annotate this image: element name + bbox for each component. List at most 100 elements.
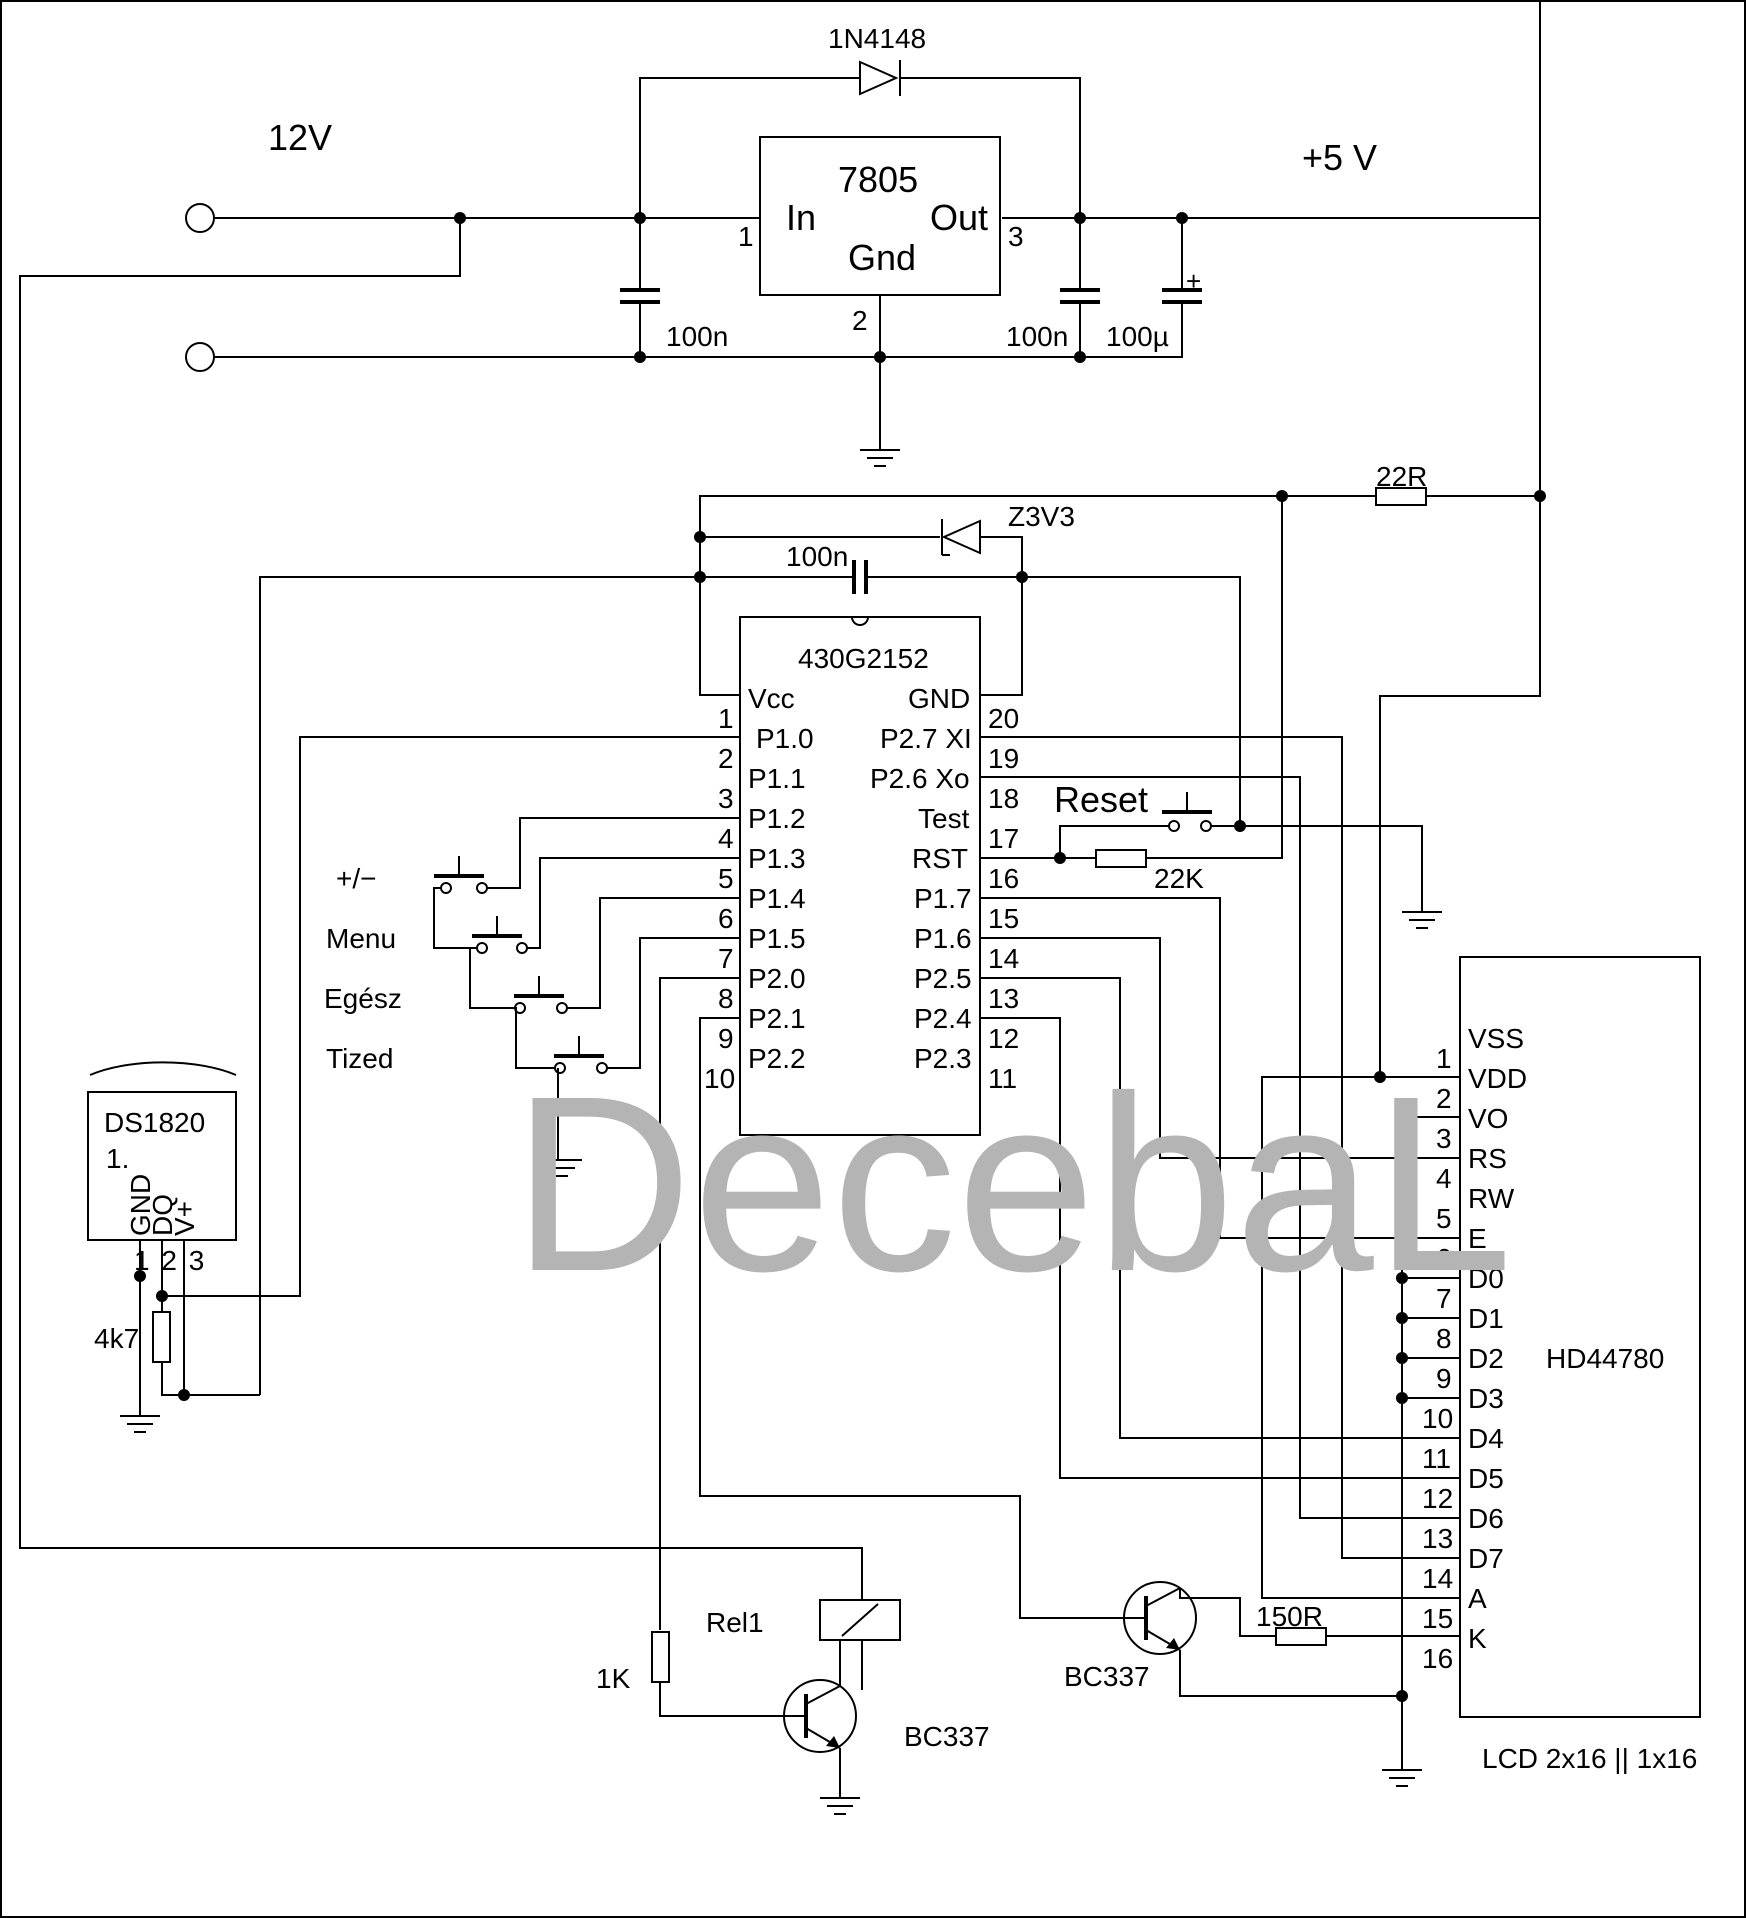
lcd-pin-number: 5 (1436, 1203, 1452, 1234)
lcd-pin-number: 16 (1422, 1643, 1453, 1674)
mcu-pin-number: 19 (988, 743, 1019, 774)
lcd-pin-names: VSS VDD VO RS RW E D0 D1 D2 D3 D4 D5 D6 … (1468, 1023, 1527, 1654)
mcu-right-pin-labels: GND P2.7 XI P2.6 Xo Test RST P1.7 P1.6 P… (870, 683, 972, 1074)
ground-lcd (1382, 1769, 1422, 1787)
lcd-pin-number: 9 (1436, 1363, 1452, 1394)
backlight-driver: BC337 150R (699, 1017, 1460, 1702)
regulator-pin2: 2 (852, 305, 868, 336)
label-btn-egesz: Egész (324, 983, 402, 1014)
lcd-pin-name: VDD (1468, 1063, 1527, 1094)
sensor-vplus-label: V+ (169, 1201, 200, 1236)
lcd-pin-numbers: 1 2 3 4 5 6 7 8 9 10 11 12 13 14 15 16 (1422, 1043, 1453, 1674)
mcu-right-pin-numbers: 20 19 18 17 16 15 14 13 12 11 (988, 703, 1019, 1094)
mcu-pin-name: P2.1 (748, 1003, 806, 1034)
zener-z3v3 (941, 519, 981, 556)
label-zener: Z3V3 (1008, 501, 1075, 532)
sensor-body (87, 1091, 237, 1241)
svg-text:+: + (1186, 266, 1201, 296)
label-cap-out: 100n (1006, 321, 1068, 352)
label-btn-menu: Menu (326, 923, 396, 954)
lcd-pin-number: 4 (1436, 1163, 1452, 1194)
lcd-pin-number: 14 (1422, 1563, 1453, 1594)
ground-relay (820, 1797, 860, 1815)
mcu-pin-number: 11 (988, 1063, 1017, 1094)
lcd-pin-number: 10 (1422, 1403, 1453, 1434)
watermark: DecebaL (512, 1044, 1513, 1323)
label-btn-tized: Tized (326, 1043, 393, 1074)
sensor-pin-numbers: 1 2 3 (134, 1245, 206, 1276)
regulator-name: 7805 (838, 159, 918, 200)
lcd-pin-name: RS (1468, 1143, 1507, 1174)
label-r4k7: 4k7 (94, 1323, 139, 1354)
mcu-left-pin-numbers: 1 2 3 4 5 6 7 8 9 10 (704, 703, 735, 1094)
mcu-pin-name: P1.3 (748, 843, 806, 874)
diode-1n4148 (859, 60, 901, 96)
lcd-pin-name: VO (1468, 1103, 1508, 1134)
button-group: +/− Menu Egész Tized (324, 817, 740, 1177)
regulator-7805 (759, 136, 1001, 296)
lcd-pin-number: 11 (1422, 1443, 1451, 1474)
regulator-pin1: 1 (738, 221, 754, 252)
capacitor-input (620, 218, 660, 357)
mcu-pin-number: 9 (718, 1023, 734, 1054)
ground-buttons (542, 1159, 582, 1177)
sensor-pin1-mark: 1. (106, 1143, 129, 1174)
lcd-controller-name: HD44780 (1546, 1343, 1664, 1374)
lcd-pin-name: K (1468, 1623, 1487, 1654)
mcu-pin-name: P2.0 (748, 963, 806, 994)
regulator-gnd: Gnd (848, 237, 916, 278)
mcu-pin-number: 8 (718, 983, 734, 1014)
mcu-pin-name: P1.4 (748, 883, 806, 914)
mcu-pin-number: 2 (718, 743, 734, 774)
ground-reset (1402, 911, 1442, 929)
mcu-pin-name: P1.1 (748, 763, 806, 794)
capacitor-electrolytic: + (1162, 218, 1202, 357)
lcd-caption: LCD 2x16 || 1x16 (1482, 1743, 1697, 1774)
mcu-pin-number: 10 (704, 1063, 735, 1094)
mcu-pin-name: P1.7 (914, 883, 972, 914)
transistor-bc337-backlight (1123, 1581, 1197, 1655)
mcu-pin-number: 3 (718, 783, 734, 814)
mcu-pin-name: GND (908, 683, 970, 714)
button-plusminus[interactable] (434, 856, 488, 894)
mcu-pin-number: 16 (988, 863, 1019, 894)
mcu-pin-name: P2.4 (914, 1003, 972, 1034)
label-r22: 22R (1376, 461, 1427, 492)
label-r150: 150R (1256, 1601, 1323, 1632)
regulator-pin3: 3 (1008, 221, 1024, 252)
sensor-ds1820: DS1820 1. GND DQ V+ 1 2 3 4k7 (87, 736, 740, 1433)
mcu-pin-name: P1.5 (748, 923, 806, 954)
label-r22k: 22K (1154, 863, 1204, 894)
mcu-pin-name: P2.6 Xo (870, 763, 970, 794)
lcd-pin-number: 1 (1436, 1043, 1452, 1074)
lcd-pin-name: A (1468, 1583, 1487, 1614)
resistor-150r (1275, 1627, 1327, 1646)
mcu-pin-name: P2.2 (748, 1043, 806, 1074)
mcu-pin-name: P2.3 (914, 1043, 972, 1074)
regulator-in: In (786, 197, 816, 238)
lcd-pin-number: 13 (1422, 1523, 1453, 1554)
mcu-pin-number: 17 (988, 823, 1019, 854)
lcd-pin-number: 7 (1436, 1283, 1452, 1314)
mcu-body (739, 616, 981, 1136)
mcu-pin-number: 20 (988, 703, 1019, 734)
lcd-pin-number: 2 (1436, 1083, 1452, 1114)
lcd-pin-number: 8 (1436, 1323, 1452, 1354)
mcu-pin-number: 4 (718, 823, 734, 854)
lcd-pin-name: VSS (1468, 1023, 1524, 1054)
power-supply: 12V 1N4148 7805 In Out Gnd 1 3 2 100n (19, 1, 1541, 1600)
mcu-pin-number: 5 (718, 863, 734, 894)
lcd-pin-name: E (1468, 1223, 1487, 1254)
mcu-pin-number: 18 (988, 783, 1019, 814)
sensor-name: DS1820 (104, 1107, 205, 1138)
label-1n4148: 1N4148 (828, 23, 926, 54)
sensor-gnd-label: GND (125, 1174, 156, 1236)
lcd-pin-name: D5 (1468, 1463, 1504, 1494)
mcu-pin-number: 7 (718, 943, 734, 974)
lcd-pin-name: D6 (1468, 1503, 1504, 1534)
mcu-name: 430G2152 (798, 643, 929, 674)
mcu-pin-number: 1 (718, 703, 734, 734)
label-btn-plusminus: +/− (336, 863, 376, 894)
resistor-22r (1375, 487, 1427, 506)
lcd-module: HD44780 LCD 2x16 || 1x16 VSS VDD VO RS R… (980, 736, 1701, 1787)
